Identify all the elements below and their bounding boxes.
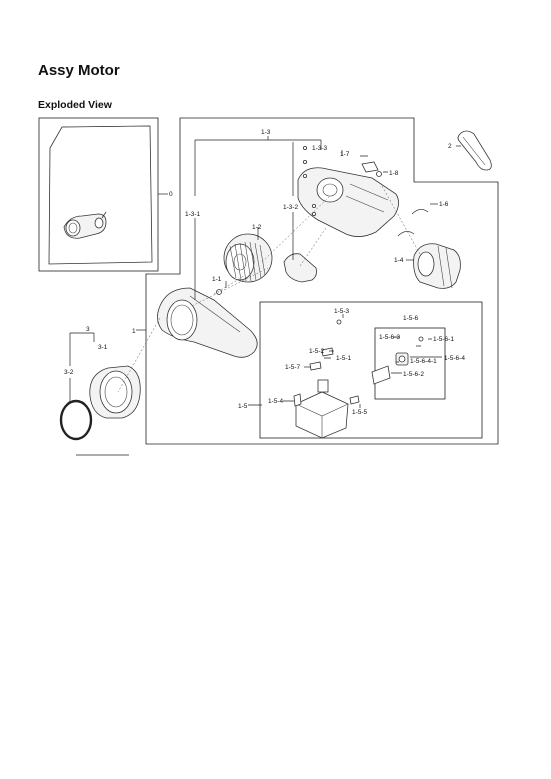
callout-1-5-6-4-1: 1-5-6-4-1 xyxy=(410,358,437,365)
callout-1-3-2: 1-3-2 xyxy=(283,204,299,211)
part-2-belt xyxy=(457,130,492,171)
callout-1-8: 1-8 xyxy=(389,170,399,177)
sub-assembly-frame-1-5-6 xyxy=(374,327,446,400)
callout-1-5-5: 1-5-5 xyxy=(352,409,368,416)
callout-0: 0 xyxy=(169,191,173,198)
part-1-3-3-rear-housing xyxy=(297,167,399,237)
part-1-2-impeller xyxy=(223,233,273,283)
callout-1: 1 xyxy=(132,328,136,335)
part-3-1-ring-housing xyxy=(89,365,141,419)
overview-motor-assembly xyxy=(63,211,107,239)
callout-3-1: 3-1 xyxy=(98,344,108,351)
part-1-front-housing xyxy=(157,287,258,358)
callout-1-5-6-3: 1-5-6-3 xyxy=(379,334,400,341)
part-1-3-2-damper xyxy=(283,253,317,283)
part-1-1-screw xyxy=(216,289,222,295)
part-1-5-6-2-plate xyxy=(371,365,391,385)
callout-1-5-6-1: 1-5-6-1 xyxy=(433,336,454,343)
callout-1-3-3: 1-3-3 xyxy=(312,145,328,152)
page-title: Assy Motor xyxy=(38,62,120,79)
part-1-5-small-parts xyxy=(293,319,360,407)
callout-1-3-1: 1-3-1 xyxy=(185,211,201,218)
callout-1-5-6-4: 1-5-6-4 xyxy=(444,355,465,362)
sub-assembly-frame-1-5 xyxy=(259,301,483,439)
callout-1-5-2: 1-5-2 xyxy=(309,348,325,355)
callout-1-3: 1-3 xyxy=(261,129,271,136)
callout-1-6: 1-6 xyxy=(439,201,449,208)
callout-1-5-4: 1-5-4 xyxy=(268,398,284,405)
callout-2: 2 xyxy=(448,143,452,150)
overview-frame xyxy=(38,117,159,272)
callout-1-5-3: 1-5-3 xyxy=(334,308,350,315)
callout-3-2: 3-2 xyxy=(64,369,74,376)
part-1-7-bracket xyxy=(361,161,379,173)
section-title: Exploded View xyxy=(38,99,112,111)
callout-1-1: 1-1 xyxy=(212,276,222,283)
part-1-4-motor xyxy=(413,243,461,289)
part-1-8-nut xyxy=(376,171,382,177)
part-1-5-mounting-bracket xyxy=(295,379,349,439)
callout-1-5-7: 1-5-7 xyxy=(285,364,301,371)
overview-cabinet xyxy=(48,125,153,265)
screw-set-rear-housing xyxy=(302,145,316,216)
callout-1-5-6-2: 1-5-6-2 xyxy=(403,371,424,378)
part-1-5-6-1-screw xyxy=(418,336,424,342)
main-assembly-frame xyxy=(145,117,499,445)
part-3-2-gasket xyxy=(59,399,93,441)
part-1-6-clip xyxy=(397,209,429,237)
callout-1-2: 1-2 xyxy=(252,224,262,231)
callout-1-5: 1-5 xyxy=(238,403,248,410)
callout-1-5-1: 1-5-1 xyxy=(336,355,352,362)
callout-3: 3 xyxy=(86,326,90,333)
callout-1-7: 1-7 xyxy=(340,151,350,158)
callout-1-5-6: 1-5-6 xyxy=(403,315,419,322)
part-1-5-6-4-switch xyxy=(395,352,409,366)
callout-1-4: 1-4 xyxy=(394,257,404,264)
